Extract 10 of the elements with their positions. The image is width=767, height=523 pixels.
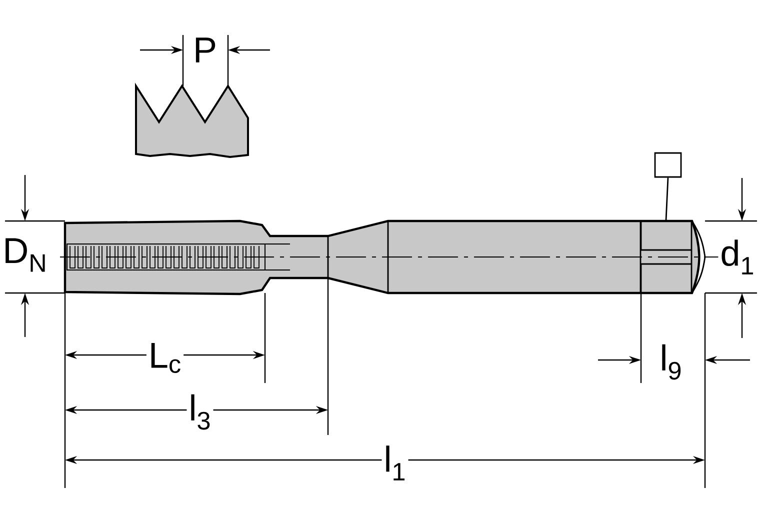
dimension-label: l$_{9}$ [658, 342, 684, 382]
square-section [640, 220, 692, 294]
dimension-label: l$_{1}$ [382, 444, 408, 482]
dimension-label: P [191, 36, 220, 64]
leader-line [665, 178, 669, 220]
dimension-label: d$_{1}$ [718, 238, 757, 276]
dimension-label: l$_{3}$ [186, 392, 214, 432]
dimension-label: L$_{c}$ [146, 341, 184, 375]
dimension-label: D$_{N}$ [0, 236, 50, 274]
square-symbol [654, 152, 682, 178]
